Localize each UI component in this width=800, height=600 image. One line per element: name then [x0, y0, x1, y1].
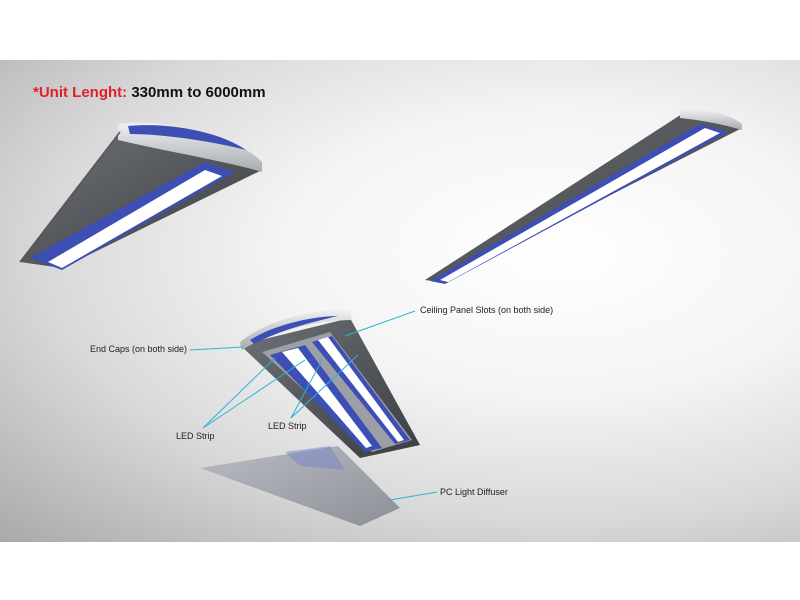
callout-ceiling-panel-slots: Ceiling Panel Slots (on both side) [420, 305, 554, 315]
luminaire-closeup [19, 122, 262, 270]
callout-led-strip-left: LED Strip [176, 431, 215, 441]
pc-diffuser-panel [200, 446, 400, 526]
unit-length-value: 330mm to 6000mm [131, 84, 266, 101]
callout-led-strip-right: LED Strip [268, 421, 307, 431]
callout-pc-light-diffuser: PC Light Diffuser [440, 487, 508, 497]
unit-length-heading: *Unit Lenght: 330mm to 6000mm [33, 84, 266, 101]
callout-lines [189, 310, 438, 501]
unit-length-prefix: *Unit Lenght: [33, 84, 128, 101]
callout-end-caps: End Caps (on both side) [90, 344, 188, 354]
luminaire-full-length [425, 109, 742, 284]
luminaire-exploded-body [240, 309, 420, 458]
